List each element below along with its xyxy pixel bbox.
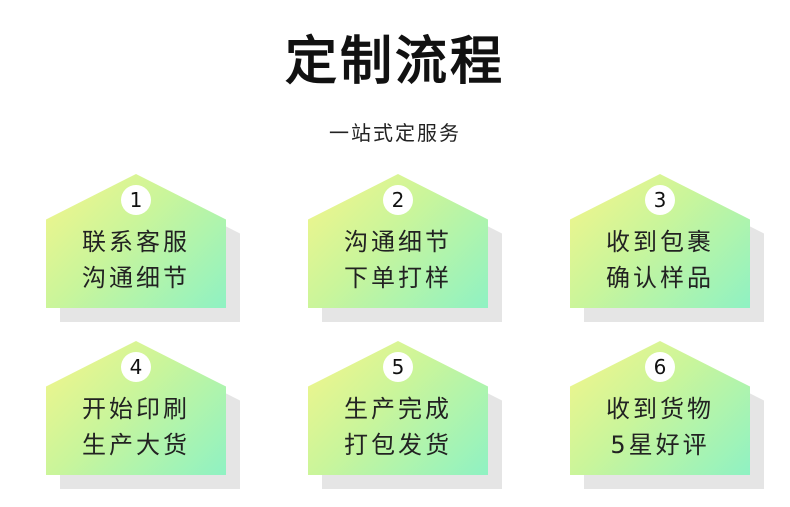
step-text-line-2: 沟通细节 [82, 264, 190, 292]
page-title: 定制流程 [284, 32, 505, 92]
step-number-badge: 5 [383, 352, 413, 382]
step-card-5: 5 生产完成 打包发货 [308, 341, 502, 489]
step-number-badge: 2 [383, 185, 413, 215]
step-text-line-2: 下单打样 [344, 264, 452, 292]
step-number-badge: 3 [645, 185, 675, 215]
step-card-1: 1 联系客服 沟通细节 [46, 174, 240, 322]
step-text-line-1: 沟通细节 [344, 228, 452, 256]
step-text-line-2: 生产大货 [82, 431, 190, 459]
step-text-line-2: 打包发货 [344, 431, 452, 459]
step-text-line-1: 联系客服 [82, 228, 190, 256]
step-card-2: 2 沟通细节 下单打样 [308, 174, 502, 322]
step-card-6: 6 收到货物 5星好评 [570, 341, 764, 489]
step-number-badge: 4 [121, 352, 151, 382]
page-subtitle: 一站式定服务 [329, 121, 461, 145]
step-card-3: 3 收到包裹 确认样品 [570, 174, 764, 322]
step-text-line-1: 收到包裹 [606, 228, 714, 256]
step-card-4: 4 开始印刷 生产大货 [46, 341, 240, 489]
step-number-badge: 6 [645, 352, 675, 382]
step-text-line-1: 开始印刷 [82, 395, 190, 423]
step-text-line-1: 生产完成 [344, 395, 452, 423]
step-text-line-2: 5星好评 [610, 431, 710, 459]
step-text-line-2: 确认样品 [606, 264, 714, 292]
step-text-line-1: 收到货物 [606, 395, 714, 423]
step-number-badge: 1 [121, 185, 151, 215]
